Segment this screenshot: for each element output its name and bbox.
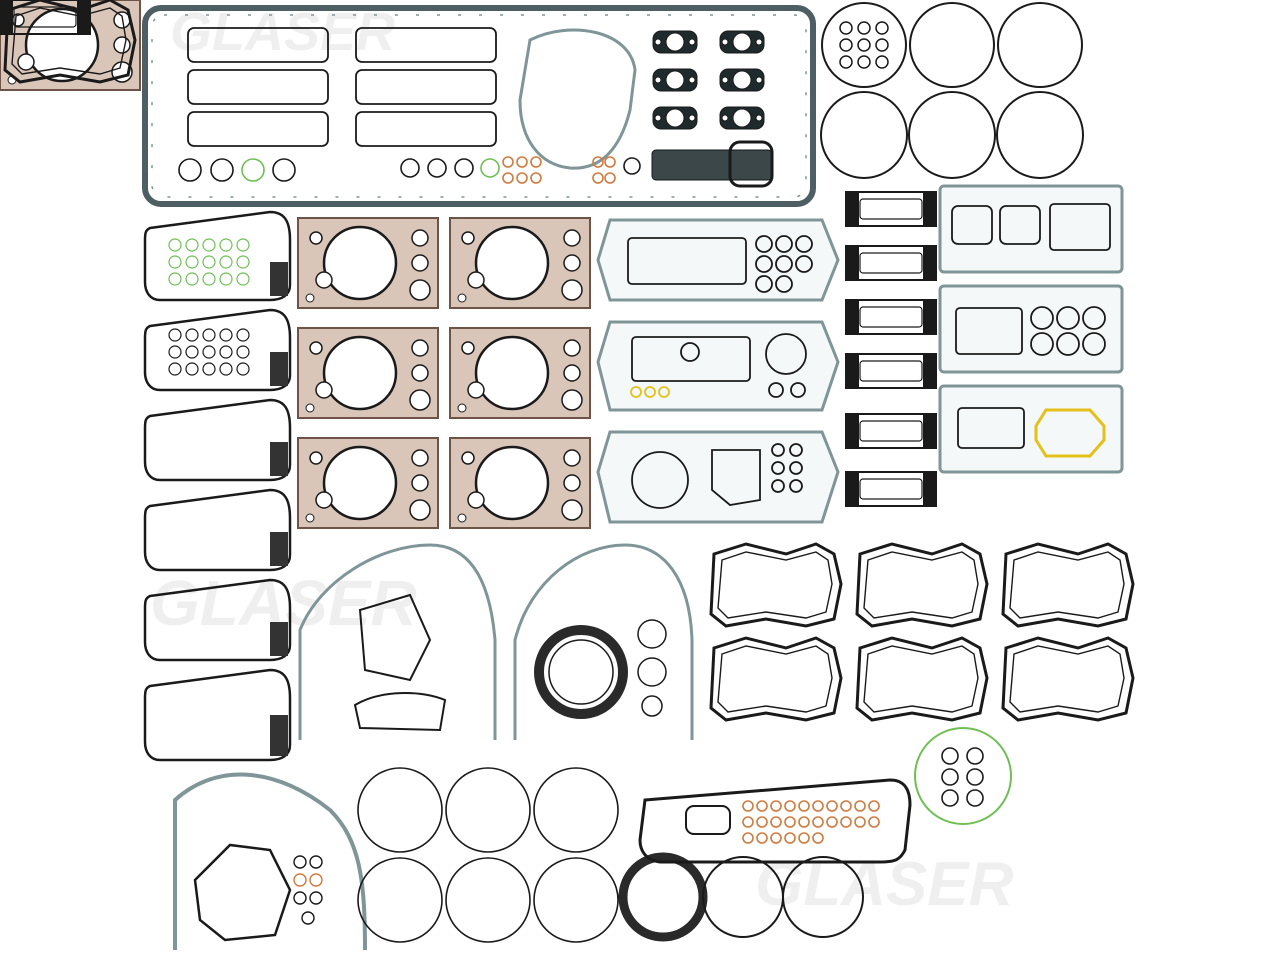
fiber-cover-gaskets (596, 218, 840, 524)
rocker-cover-gaskets (3, 0, 1135, 722)
large-o-rings (820, 2, 1084, 179)
side-cover-gasket (293, 778, 912, 925)
fiber-rectangle-gaskets (938, 184, 1124, 474)
green-ring-set (914, 727, 1012, 825)
valve-cover-gaskets-left (143, 210, 292, 762)
watermark-text: GLASER (755, 850, 1014, 919)
crank-seals (534, 619, 864, 942)
liner-o-rings (357, 767, 619, 943)
oil-pan-gasket (142, 5, 816, 207)
watermark-text: GLASER (170, 2, 395, 62)
timing-cover-gaskets (173, 543, 694, 951)
